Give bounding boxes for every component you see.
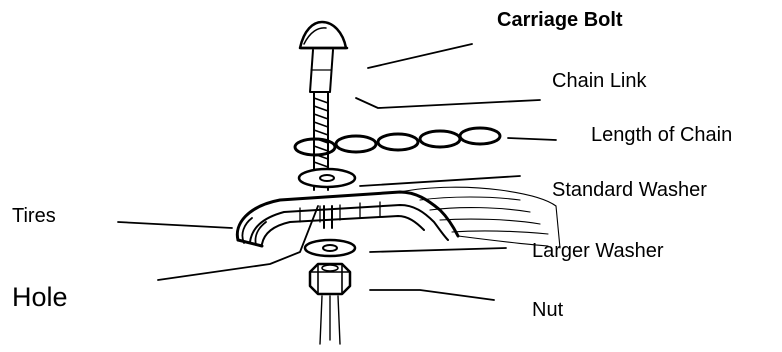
tire-drawing xyxy=(237,187,560,248)
length-of-chain-label: Length of Chain xyxy=(591,125,732,145)
nut-label: Nut xyxy=(532,300,563,320)
larger-washer-drawing xyxy=(305,240,355,256)
tires-label: Tires xyxy=(12,206,56,226)
standard-washer-label: Standard Washer xyxy=(552,180,707,200)
chain-link-label: Chain Link xyxy=(552,71,647,91)
carriage-bolt-drawing xyxy=(300,22,347,190)
nut-drawing xyxy=(310,264,350,294)
standard-washer-drawing xyxy=(299,169,355,187)
carriage-bolt-label: Carriage Bolt xyxy=(497,10,623,30)
larger-washer-label: Larger Washer xyxy=(532,241,664,261)
hole-label: Hole xyxy=(12,284,68,311)
